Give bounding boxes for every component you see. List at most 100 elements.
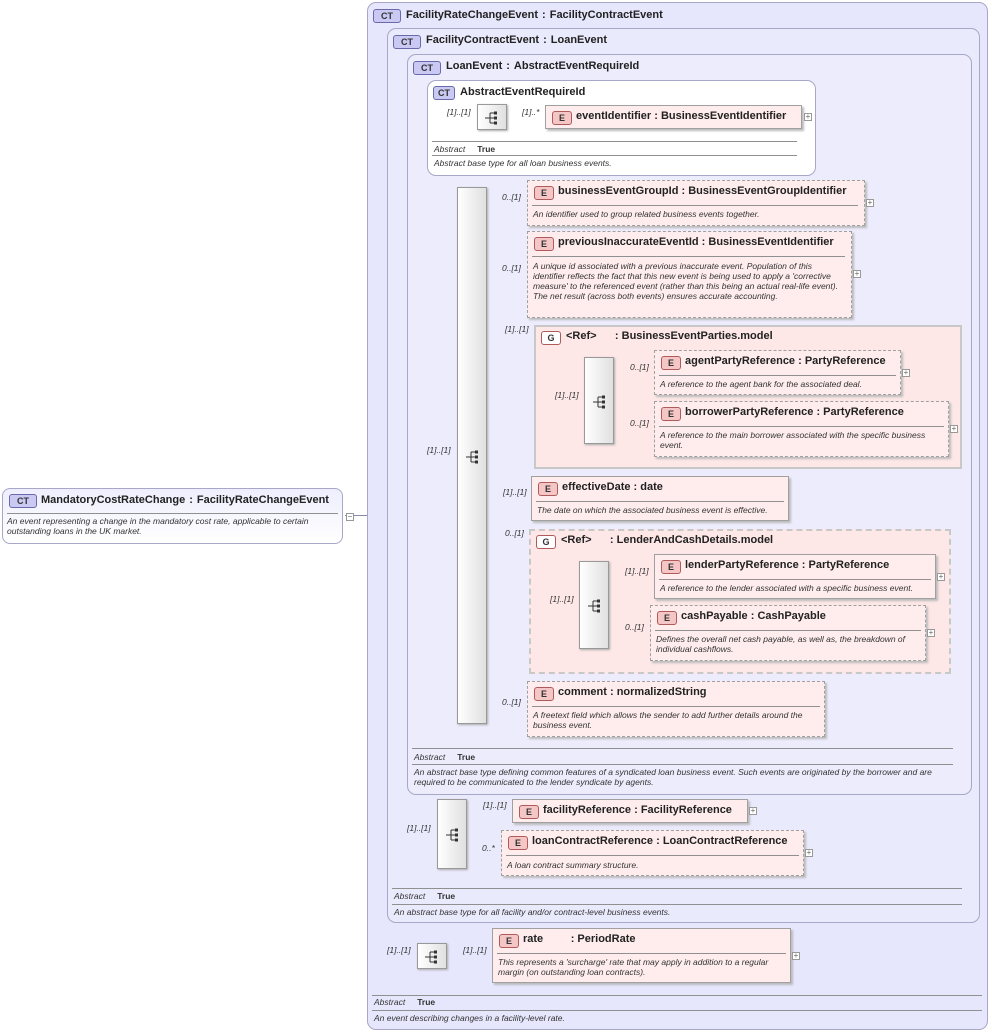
group-name: LenderAndCashDetails.model (616, 534, 774, 546)
abstract-label: Abstract (414, 752, 446, 762)
element-loan-contract-reference[interactable]: E loanContractReference : LoanContractRe… (501, 830, 813, 876)
element-name: comment (558, 686, 607, 698)
fce-name: FacilityContractEvent (426, 34, 540, 46)
sequence-compositor[interactable] (477, 104, 507, 130)
sequence-compositor[interactable] (584, 357, 614, 444)
frce-abstract: Abstract True (374, 997, 435, 1007)
element-icon: E (519, 805, 539, 819)
element-type: normalizedString (616, 686, 707, 698)
divider (506, 855, 799, 856)
multiplicity: [1]..[1] (387, 945, 411, 955)
element-description: A reference to the lender associated wit… (660, 583, 913, 593)
complex-type-icon: CT (413, 61, 441, 75)
abstract-label: Abstract (374, 997, 406, 1007)
element-borrower-party-reference[interactable]: E borrowerPartyReference : PartyReferenc… (654, 401, 958, 457)
sequence-icon (593, 395, 605, 409)
abstract-label: Abstract (434, 144, 466, 154)
sequence-compositor[interactable] (417, 943, 447, 969)
divider (532, 205, 858, 206)
sequence-compositor[interactable] (437, 799, 467, 869)
expand-icon[interactable]: + (950, 424, 958, 433)
divider (655, 630, 921, 631)
element-effective-date[interactable]: E effectiveDate : date The date on which… (531, 476, 789, 521)
complex-type-icon: CT (433, 86, 455, 100)
multiplicity: [1]..[1] (555, 390, 579, 400)
multiplicity: 0..[1] (502, 192, 521, 202)
element-cash-payable[interactable]: E cashPayable : CashPayable Defines the … (650, 605, 935, 661)
element-description: An identifier used to group related busi… (533, 209, 760, 219)
expand-icon[interactable]: + (853, 269, 861, 278)
fce-type: LoanEvent (550, 34, 607, 46)
element-type: date (640, 481, 663, 493)
expand-icon[interactable]: + (805, 848, 813, 857)
expand-icon[interactable]: + (792, 951, 800, 960)
element-rate[interactable]: E rate : PeriodRate This represents a 's… (492, 928, 800, 983)
element-description: A unique id associated with a previous i… (533, 261, 838, 301)
expand-icon[interactable]: + (937, 572, 945, 581)
multiplicity: 0..* (482, 843, 495, 853)
element-name: eventIdentifier (576, 110, 652, 122)
root-type: FacilityRateChangeEvent (196, 494, 329, 506)
multiplicity: [1]..[1] (447, 107, 471, 117)
element-description: A loan contract summary structure. (507, 860, 639, 870)
element-type: PartyReference (804, 355, 886, 367)
divider (659, 375, 896, 376)
element-event-identifier[interactable]: E eventIdentifier : BusinessEventIdentif… (545, 105, 812, 129)
abstract-value: True (437, 891, 456, 901)
element-type: LoanContractReference (662, 835, 788, 847)
divider (432, 141, 797, 142)
element-business-event-group-id[interactable]: E businessEventGroupId : BusinessEventGr… (527, 180, 874, 226)
element-lender-party-reference[interactable]: E lenderPartyReference : PartyReference … (654, 554, 945, 599)
element-icon: E (534, 237, 554, 251)
element-description: A reference to the agent bank for the as… (660, 379, 862, 389)
abstract-value: True (417, 997, 436, 1007)
sequence-compositor[interactable] (457, 187, 487, 724)
expand-icon[interactable]: + (804, 112, 812, 121)
multiplicity: 0..[1] (502, 263, 521, 273)
element-comment[interactable]: E comment : normalizedString A freetext … (527, 681, 825, 737)
element-agent-party-reference[interactable]: E agentPartyReference : PartyReference A… (654, 350, 910, 395)
multiplicity: [1]..[1] (483, 800, 507, 810)
element-description: The date on which the associated busines… (537, 505, 768, 515)
expand-icon[interactable]: + (902, 368, 910, 377)
element-facility-reference[interactable]: E facilityReference : FacilityReference … (512, 799, 757, 823)
complex-type-icon: CT (9, 494, 37, 508)
expand-icon[interactable]: + (749, 806, 757, 815)
divider (659, 426, 944, 427)
multiplicity: [1]..[1] (550, 594, 574, 604)
root-complex-type[interactable]: CT MandatoryCostRateChange:FacilityRateC… (2, 488, 354, 544)
element-type: BusinessEventIdentifier (708, 236, 834, 248)
multiplicity: 0..[1] (625, 622, 644, 632)
element-name: facilityReference (543, 804, 632, 816)
sequence-icon (446, 828, 458, 842)
root-description: An event representing a change in the ma… (7, 516, 309, 536)
multiplicity: [1]..[1] (463, 945, 487, 955)
le-type: AbstractEventRequireId (513, 60, 640, 72)
group-ref: <Ref> (566, 330, 597, 342)
sequence-icon (485, 111, 497, 125)
element-title: cashPayable : CashPayable (681, 610, 826, 622)
element-title: borrowerPartyReference : PartyReference (685, 406, 904, 418)
aer-description: Abstract base type for all loan business… (434, 158, 612, 168)
expand-icon[interactable]: + (866, 198, 874, 207)
root-name: MandatoryCostRateChange (41, 494, 186, 506)
group-title: <Ref> : BusinessEventParties.model (566, 330, 773, 342)
group-icon: G (541, 331, 561, 345)
expand-icon[interactable]: + (927, 628, 935, 637)
element-previous-inaccurate-event-id[interactable]: E previousInaccurateEventId : BusinessEv… (527, 231, 861, 318)
multiplicity: [1]..* (522, 107, 540, 117)
element-type: PartyReference (808, 559, 890, 571)
divider (412, 748, 953, 749)
frce-name: FacilityRateChangeEvent (406, 9, 539, 21)
sequence-compositor[interactable] (579, 561, 609, 649)
fce-description: An abstract base type for all facility a… (394, 907, 671, 917)
element-description: Defines the overall net cash payable, as… (656, 634, 906, 654)
divider (659, 579, 931, 580)
element-name: rate (523, 933, 544, 945)
expand-icon[interactable]: − (346, 512, 354, 521)
element-icon: E (499, 934, 519, 948)
element-icon: E (661, 560, 681, 574)
element-name: effectiveDate (562, 481, 631, 493)
